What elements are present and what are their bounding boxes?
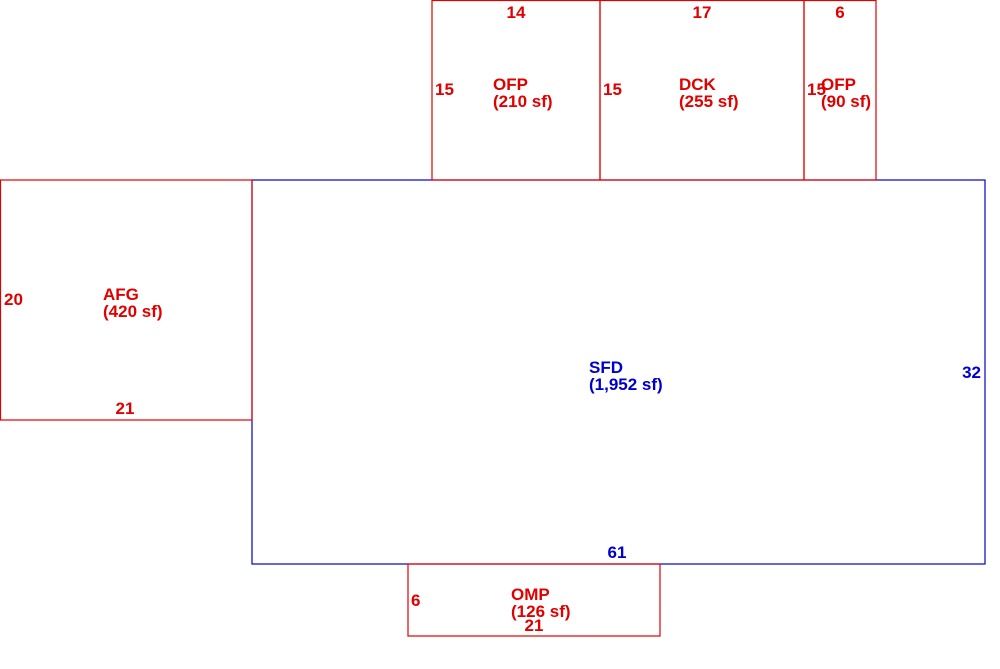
afg-outline <box>0 179 253 421</box>
ofp-1-code-label: OFP <box>493 75 528 94</box>
omp-depth-dimension: 6 <box>411 591 420 610</box>
ofp-1-area-label: (210 sf) <box>493 92 553 111</box>
sfd-width-dimension: 61 <box>608 543 627 562</box>
ofp-2-outline <box>803 0 877 181</box>
dck-depth-dimension: 15 <box>603 80 622 99</box>
omp-outline <box>407 563 661 637</box>
omp-width-dimension: 21 <box>525 616 544 635</box>
sfd-area-label: (1,952 sf) <box>589 375 663 394</box>
omp-area-label: (126 sf) <box>511 602 571 621</box>
dck-width-dimension: 17 <box>693 3 712 22</box>
afg-width-dimension: 21 <box>116 399 135 418</box>
dck-area-label: (255 sf) <box>679 92 739 111</box>
omp-code-label: OMP <box>511 585 550 604</box>
afg-area-label: (420 sf) <box>103 302 163 321</box>
dck-code-label: DCK <box>679 75 717 94</box>
sfd-depth-dimension: 32 <box>962 363 981 382</box>
ofp-2-depth-dimension: 15 <box>807 80 826 99</box>
ofp-2-area-label: (90 sf) <box>821 92 871 111</box>
sfd-code-label: SFD <box>589 358 623 377</box>
ofp-1-depth-dimension: 15 <box>435 80 454 99</box>
ofp-1-width-dimension: 14 <box>507 3 526 22</box>
afg-code-label: AFG <box>103 285 139 304</box>
ofp-2-width-dimension: 6 <box>835 3 844 22</box>
afg-depth-dimension: 20 <box>4 290 23 309</box>
ofp-2-code-label: OFP <box>821 75 856 94</box>
